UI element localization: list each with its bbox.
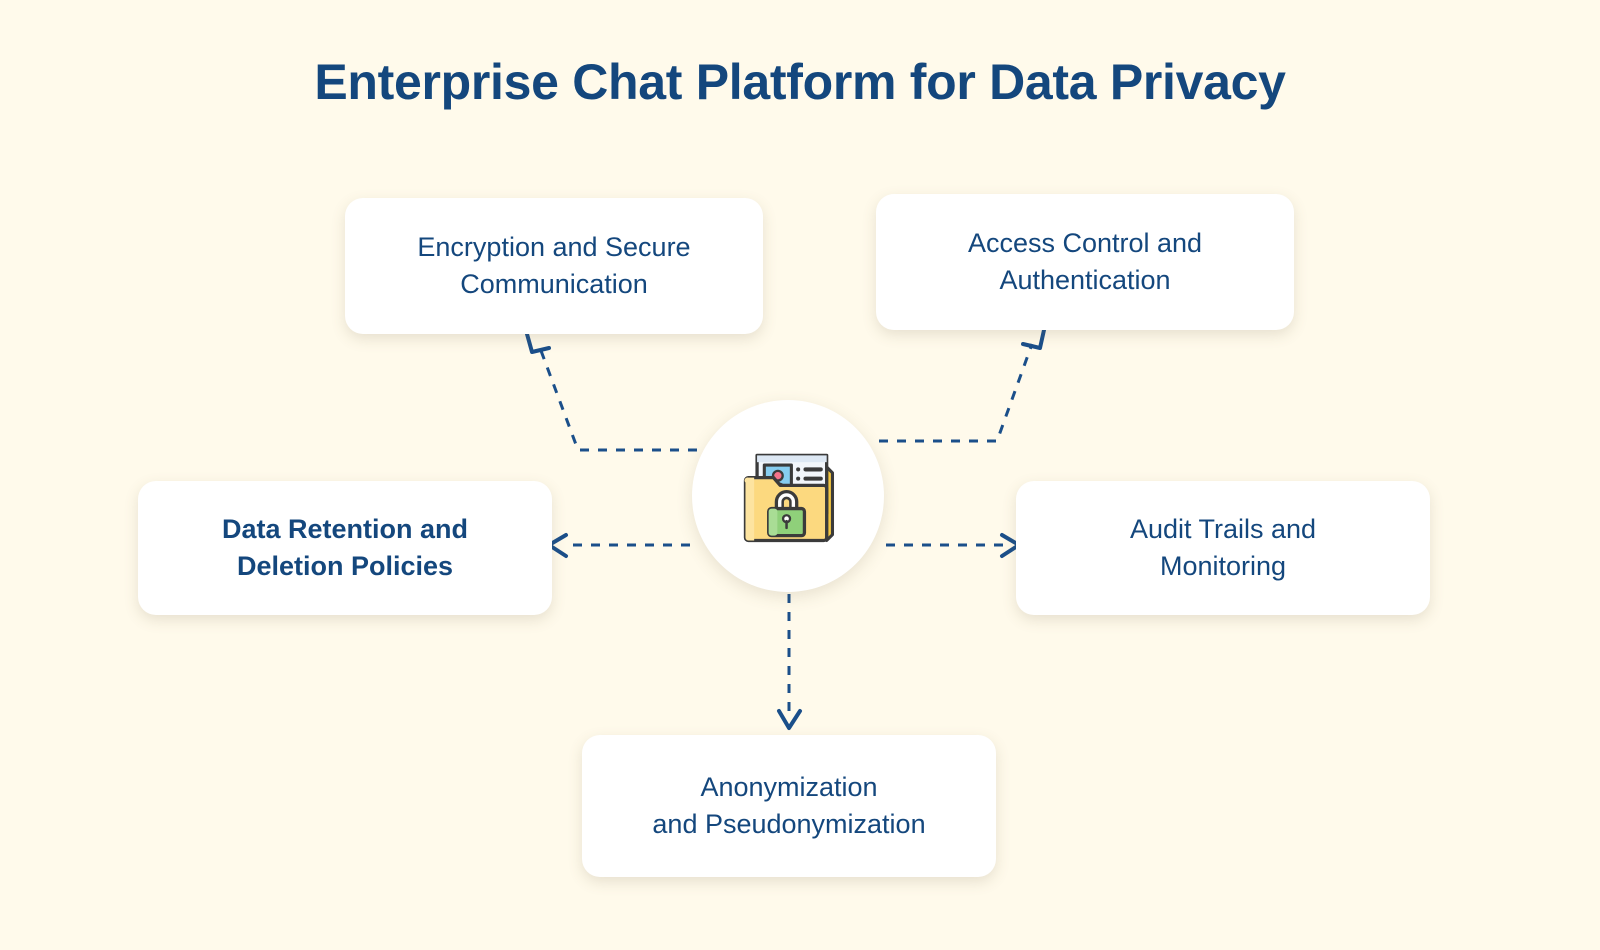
node-card-encryption[interactable]: Encryption and Secure Communication <box>345 198 763 334</box>
connector-to-data-retention <box>547 533 690 558</box>
node-label-audit-trails: Audit Trails and Monitoring <box>1129 513 1317 581</box>
node-label-encryption: Encryption and Secure Communication <box>417 231 691 299</box>
locked-folder-with-personal-data-icon <box>743 453 835 543</box>
node-label-data-retention: Data Retention and Deletion Policies <box>221 513 469 581</box>
node-label-anonymization: Anonymization and Pseudonymization <box>652 771 926 839</box>
connector-to-anonymization <box>777 594 802 730</box>
center-hub <box>692 400 884 592</box>
connector-to-access-control <box>879 328 1046 443</box>
node-card-audit-trails[interactable]: Audit Trails and Monitoring <box>1016 481 1430 615</box>
node-label-access-control: Access Control and Authentication <box>967 227 1203 295</box>
connector-to-audit-trails <box>886 533 1021 558</box>
node-card-access-control[interactable]: Access Control and Authentication <box>876 194 1294 330</box>
node-card-anonymization[interactable]: Anonymization and Pseudonymization <box>582 735 996 877</box>
connector-to-encryption <box>525 332 697 452</box>
node-card-data-retention[interactable]: Data Retention and Deletion Policies <box>138 481 552 615</box>
page-title: Enterprise Chat Platform for Data Privac… <box>314 54 1286 110</box>
